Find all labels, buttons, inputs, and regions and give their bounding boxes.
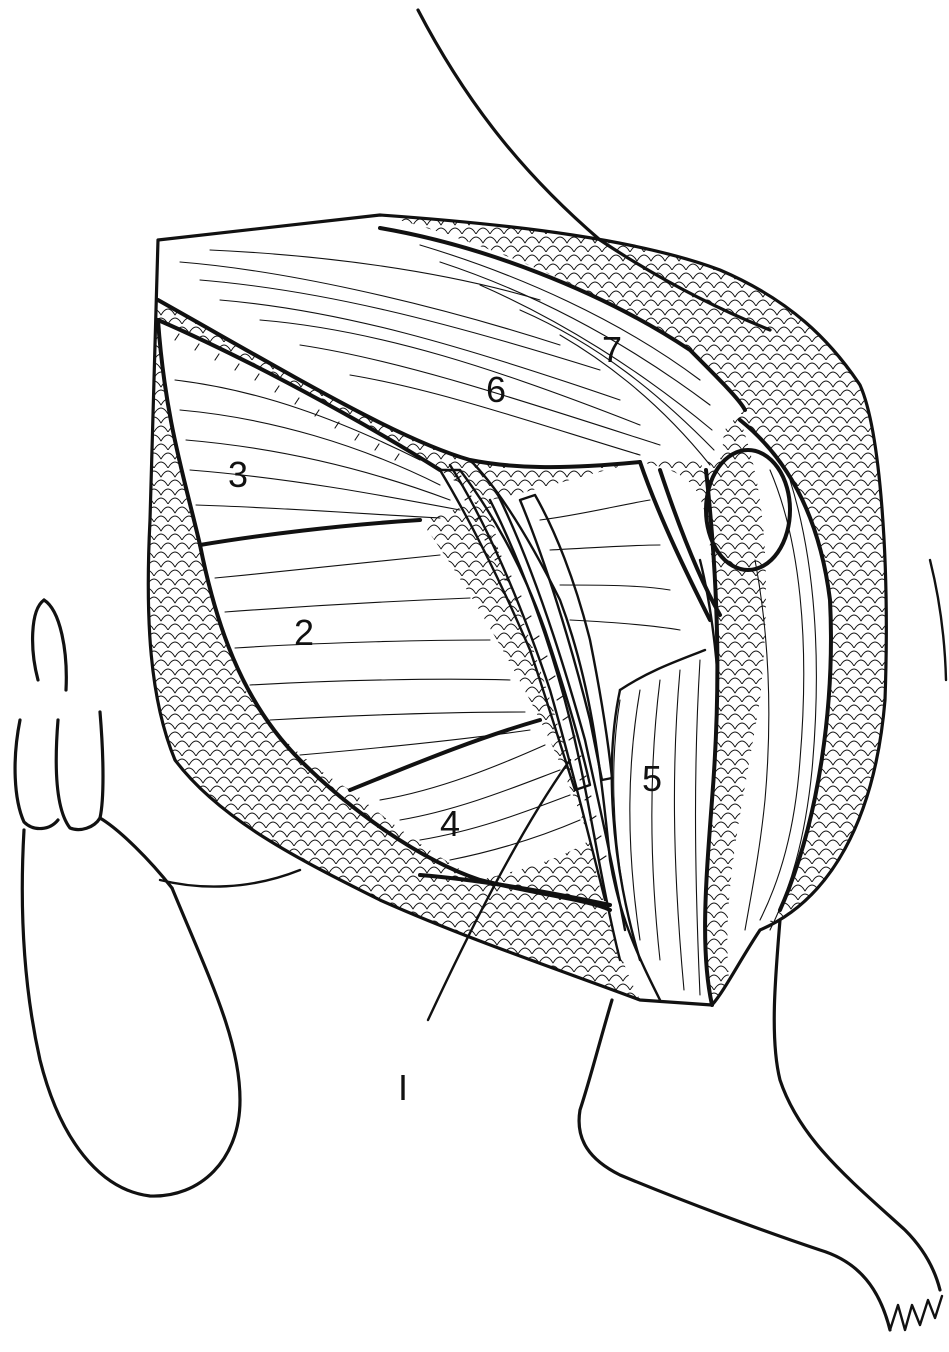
- label-4: 4: [440, 803, 460, 844]
- label-2: 2: [294, 612, 314, 653]
- label-6: 6: [486, 369, 506, 410]
- label-3: 3: [228, 454, 248, 495]
- label-7: 7: [602, 329, 622, 370]
- label-5: 5: [642, 758, 662, 799]
- body-outline-right: [930, 560, 946, 680]
- label-1: I: [398, 1067, 408, 1108]
